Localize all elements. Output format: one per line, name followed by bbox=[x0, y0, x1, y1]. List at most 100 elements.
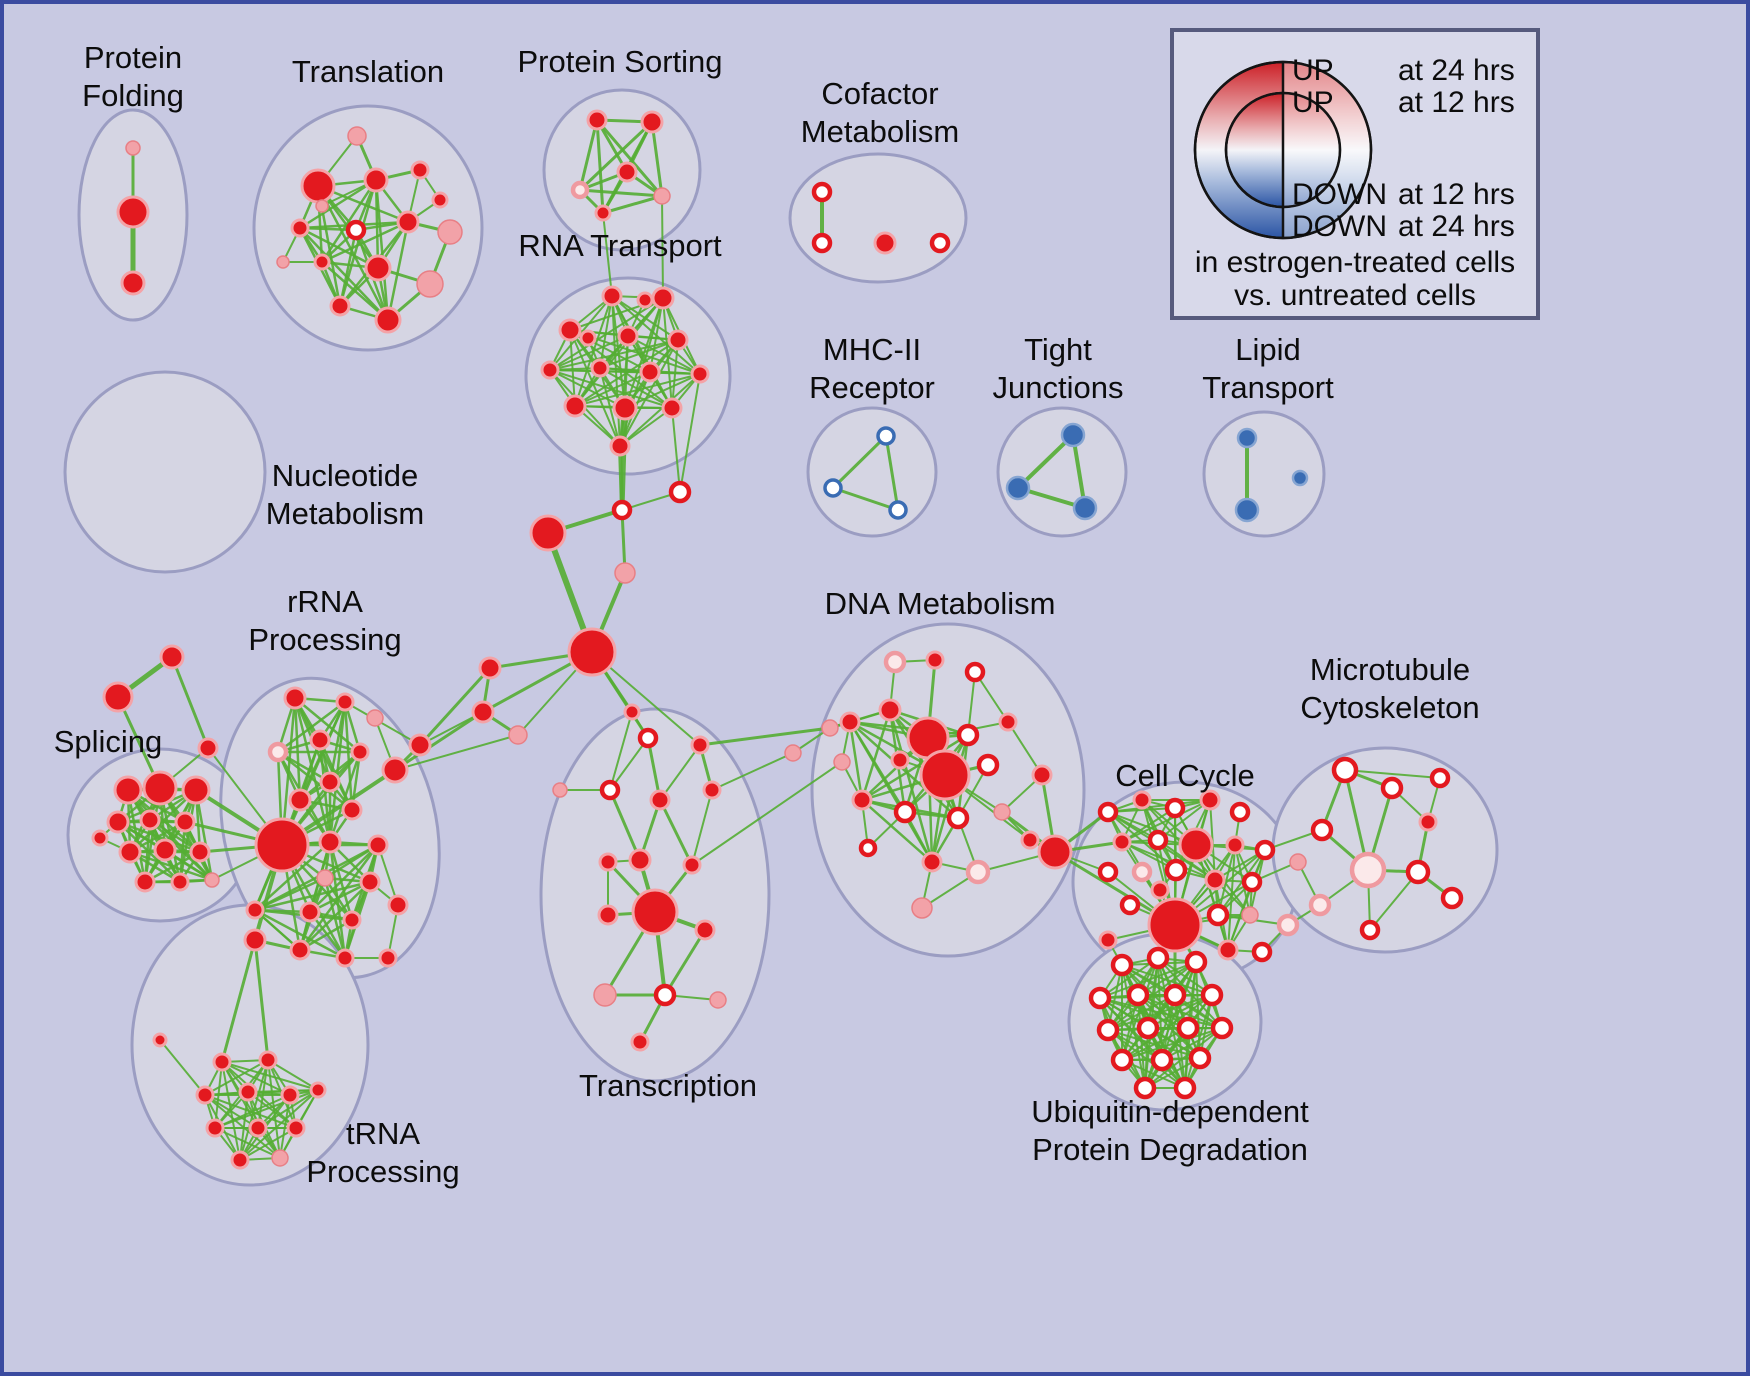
gene-node-p[interactable] bbox=[125, 140, 141, 156]
gene-node-r[interactable] bbox=[598, 852, 618, 872]
gene-node-rr[interactable] bbox=[1310, 818, 1334, 842]
gene-node-r[interactable] bbox=[640, 110, 664, 134]
gene-node-r[interactable] bbox=[309, 1081, 327, 1099]
gene-node-r[interactable] bbox=[651, 286, 675, 310]
gene-node-rr[interactable] bbox=[1405, 859, 1431, 885]
gene-node-pr[interactable] bbox=[965, 859, 991, 885]
gene-node-r[interactable] bbox=[118, 840, 142, 864]
gene-node-rr[interactable] bbox=[1210, 1016, 1234, 1040]
gene-node-rr[interactable] bbox=[1229, 801, 1251, 823]
gene-node-r[interactable] bbox=[142, 770, 178, 806]
gene-node-r[interactable] bbox=[258, 1050, 278, 1070]
gene-node-r[interactable] bbox=[318, 830, 342, 854]
gene-node-r[interactable] bbox=[631, 888, 679, 936]
gene-node-rr[interactable] bbox=[1173, 1076, 1197, 1100]
gene-node-r[interactable] bbox=[471, 700, 495, 724]
gene-node-r[interactable] bbox=[363, 167, 389, 193]
gene-node-r[interactable] bbox=[205, 1118, 225, 1138]
gene-node-r[interactable] bbox=[690, 735, 710, 755]
gene-node-rr[interactable] bbox=[811, 232, 833, 254]
gene-node-r[interactable] bbox=[313, 253, 331, 271]
gene-node-r[interactable] bbox=[106, 810, 130, 834]
gene-node-rr[interactable] bbox=[1241, 871, 1263, 893]
gene-node-r[interactable] bbox=[1217, 939, 1239, 961]
gene-node-b[interactable] bbox=[1072, 495, 1098, 521]
gene-node-p[interactable] bbox=[833, 753, 851, 771]
gene-node-p[interactable] bbox=[1289, 853, 1307, 871]
gene-node-r[interactable] bbox=[159, 644, 185, 670]
gene-node-rr[interactable] bbox=[599, 779, 621, 801]
gene-node-rr[interactable] bbox=[1133, 1076, 1157, 1100]
gene-node-rr[interactable] bbox=[1088, 986, 1112, 1010]
gene-node-r[interactable] bbox=[597, 904, 619, 926]
gene-node-rr[interactable] bbox=[1119, 894, 1141, 916]
gene-node-r[interactable] bbox=[189, 841, 211, 863]
gene-node-r[interactable] bbox=[410, 160, 430, 180]
gene-node-r[interactable] bbox=[878, 698, 902, 722]
gene-node-r[interactable] bbox=[195, 1085, 215, 1105]
gene-node-r[interactable] bbox=[623, 703, 641, 721]
gene-node-p[interactable] bbox=[1241, 906, 1259, 924]
gene-node-r[interactable] bbox=[300, 168, 336, 204]
gene-node-r[interactable] bbox=[139, 809, 161, 831]
gene-node-r[interactable] bbox=[601, 285, 623, 307]
gene-node-pr[interactable] bbox=[1349, 851, 1387, 889]
gene-node-r[interactable] bbox=[1418, 812, 1438, 832]
gene-node-r[interactable] bbox=[396, 210, 420, 234]
gene-node-r[interactable] bbox=[381, 756, 409, 784]
gene-node-rr[interactable] bbox=[1380, 776, 1404, 800]
gene-node-r[interactable] bbox=[579, 329, 597, 347]
gene-node-rr[interactable] bbox=[929, 232, 951, 254]
gene-node-rr[interactable] bbox=[1184, 950, 1208, 974]
gene-node-r[interactable] bbox=[609, 435, 631, 457]
gene-node-r[interactable] bbox=[690, 364, 710, 384]
gene-node-pr[interactable] bbox=[267, 741, 289, 763]
gene-node-b[interactable] bbox=[1291, 469, 1309, 487]
gene-node-rr[interactable] bbox=[1251, 941, 1273, 963]
gene-node-r[interactable] bbox=[1199, 789, 1221, 811]
gene-node-r[interactable] bbox=[367, 834, 389, 856]
gene-node-r[interactable] bbox=[243, 928, 267, 952]
gene-node-r[interactable] bbox=[387, 894, 409, 916]
gene-node-r[interactable] bbox=[649, 789, 671, 811]
gene-node-rr[interactable] bbox=[1147, 829, 1169, 851]
gene-node-rr[interactable] bbox=[1200, 983, 1224, 1007]
gene-node-r[interactable] bbox=[616, 161, 638, 183]
gene-node-r[interactable] bbox=[529, 514, 567, 552]
gene-node-r[interactable] bbox=[851, 789, 873, 811]
gene-node-r[interactable] bbox=[374, 306, 402, 334]
gene-node-p[interactable] bbox=[366, 709, 384, 727]
gene-node-r[interactable] bbox=[290, 218, 310, 238]
gene-node-r[interactable] bbox=[181, 775, 211, 805]
gene-node-r[interactable] bbox=[286, 1118, 306, 1138]
gene-node-pr[interactable] bbox=[1276, 913, 1300, 937]
gene-node-rr[interactable] bbox=[1150, 1048, 1174, 1072]
gene-node-r[interactable] bbox=[238, 1082, 258, 1102]
gene-node-r[interactable] bbox=[288, 788, 312, 812]
gene-node-r[interactable] bbox=[134, 871, 156, 893]
gene-node-br[interactable] bbox=[823, 478, 843, 498]
gene-node-p[interactable] bbox=[709, 991, 727, 1009]
gene-node-p[interactable] bbox=[821, 719, 839, 737]
gene-node-rr[interactable] bbox=[811, 181, 833, 203]
gene-node-r[interactable] bbox=[890, 750, 910, 770]
gene-node-p[interactable] bbox=[347, 126, 367, 146]
gene-node-r[interactable] bbox=[342, 910, 362, 930]
gene-node-p[interactable] bbox=[911, 897, 933, 919]
gene-node-r[interactable] bbox=[335, 692, 355, 712]
gene-node-rr[interactable] bbox=[1146, 946, 1170, 970]
gene-node-r[interactable] bbox=[567, 627, 617, 677]
gene-node-r[interactable] bbox=[1098, 930, 1118, 950]
gene-node-rr[interactable] bbox=[1188, 1046, 1212, 1070]
gene-node-r[interactable] bbox=[212, 1052, 232, 1072]
gene-node-r[interactable] bbox=[230, 1150, 250, 1170]
gene-node-rr[interactable] bbox=[1136, 1016, 1160, 1040]
gene-node-r[interactable] bbox=[1037, 834, 1073, 870]
gene-node-rr[interactable] bbox=[1254, 839, 1276, 861]
gene-node-r[interactable] bbox=[563, 394, 587, 418]
gene-node-r[interactable] bbox=[921, 851, 943, 873]
gene-node-r[interactable] bbox=[102, 681, 134, 713]
gene-node-rr[interactable] bbox=[653, 983, 677, 1007]
gene-node-rr[interactable] bbox=[1163, 983, 1187, 1007]
gene-node-r[interactable] bbox=[350, 742, 370, 762]
